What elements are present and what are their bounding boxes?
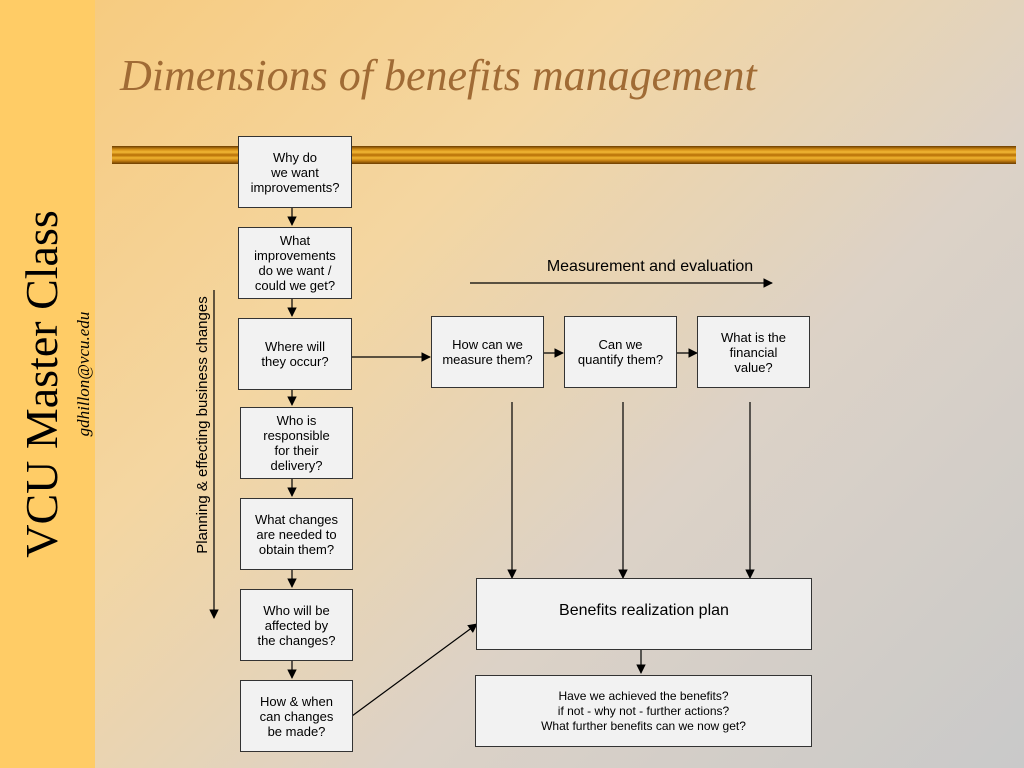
box-review: Have we achieved the benefits? if not - … [475, 675, 812, 747]
box-how-when: How & when can changes be made? [240, 680, 353, 752]
arrow-when-to-plan [351, 623, 478, 717]
box-measure: How can we measure them? [431, 316, 544, 388]
box-benefits-plan: Benefits realization plan [476, 578, 812, 650]
box-who-affected: Who will be affected by the changes? [240, 589, 353, 661]
page-title: Dimensions of benefits management [120, 51, 757, 100]
box-where-occur: Where will they occur? [238, 318, 352, 390]
box-quantify: Can we quantify them? [564, 316, 677, 388]
box-why-improvements: Why do we want improvements? [238, 136, 352, 208]
box-what-improvements: What improvements do we want / could we … [238, 227, 352, 299]
measurement-label: Measurement and evaluation [546, 258, 754, 275]
box-financial-value: What is the financial value? [697, 316, 810, 388]
side-band [0, 0, 95, 768]
box-what-changes: What changes are needed to obtain them? [240, 498, 353, 570]
planning-label: Planning & effecting business changes [194, 296, 211, 554]
box-who-responsible: Who is responsible for their delivery? [240, 407, 353, 479]
